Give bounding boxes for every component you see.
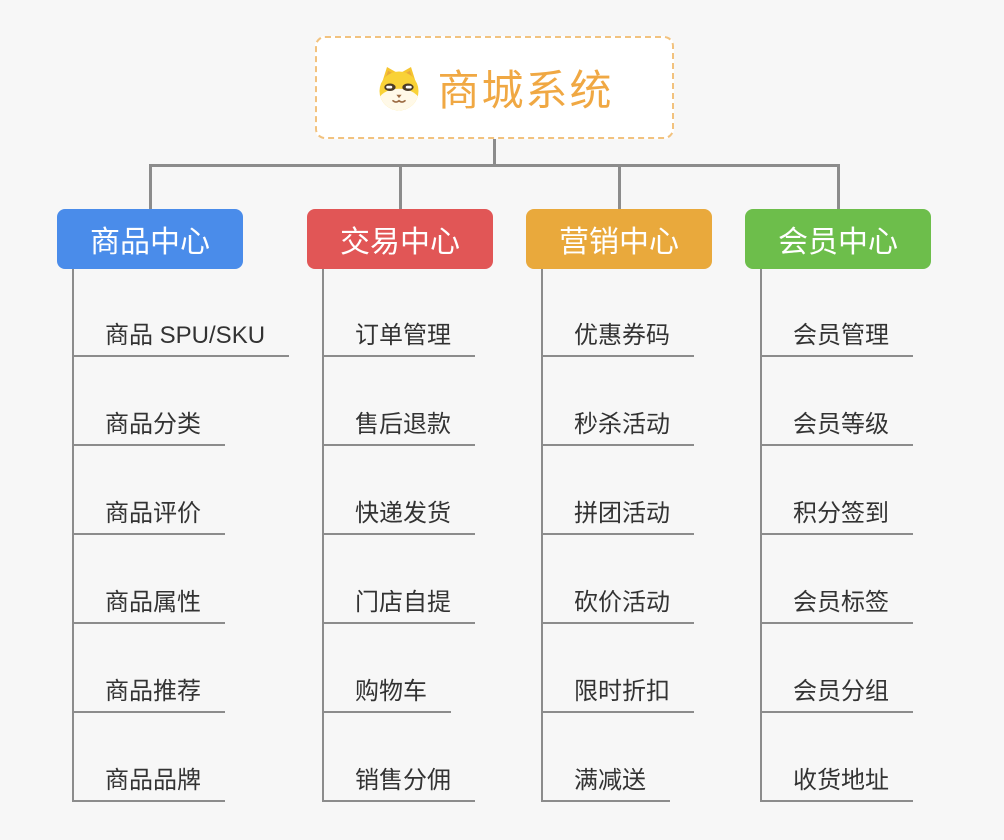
branch-node-marketing-center[interactable]: 营销中心	[526, 209, 712, 269]
leaf-node[interactable]: 销售分佣	[322, 758, 475, 802]
leaf-node[interactable]: 限时折扣	[541, 669, 694, 713]
leaf-node[interactable]: 购物车	[322, 669, 451, 713]
connector-trunk-member	[760, 269, 762, 802]
leaf-node[interactable]: 快递发货	[322, 491, 475, 535]
leaf-node[interactable]: 商品分类	[72, 402, 225, 446]
connector-drop-marketing	[618, 164, 621, 210]
branch-label: 商品中心	[90, 226, 210, 259]
connector-trunk-transaction	[322, 269, 324, 802]
leaf-node[interactable]: 会员分组	[760, 669, 913, 713]
branch-node-product-center[interactable]: 商品中心	[57, 209, 243, 269]
leaf-node[interactable]: 售后退款	[322, 402, 475, 446]
leaf-node[interactable]: 商品评价	[72, 491, 225, 535]
root-node[interactable]: 商城系统	[315, 36, 674, 139]
connector-drop-transaction	[399, 164, 402, 210]
branch-label: 交易中心	[340, 226, 460, 259]
connector-root-stem	[493, 139, 496, 166]
leaf-node[interactable]: 商品推荐	[72, 669, 225, 713]
branch-label: 会员中心	[778, 226, 898, 259]
leaf-node[interactable]: 会员等级	[760, 402, 913, 446]
branch-node-member-center[interactable]: 会员中心	[745, 209, 931, 269]
leaf-node[interactable]: 商品品牌	[72, 758, 225, 802]
leaf-node[interactable]: 会员管理	[760, 313, 913, 357]
leaf-node[interactable]: 商品属性	[72, 580, 225, 624]
leaf-node[interactable]: 会员标签	[760, 580, 913, 624]
leaf-node[interactable]: 拼团活动	[541, 491, 694, 535]
shiba-dog-icon	[375, 64, 423, 112]
connector-drop-member	[837, 164, 840, 210]
connector-trunk-marketing	[541, 269, 543, 802]
connector-drop-product	[149, 164, 152, 210]
leaf-node[interactable]: 砍价活动	[541, 580, 694, 624]
connector-trunk-product	[72, 269, 74, 802]
leaf-node[interactable]: 门店自提	[322, 580, 475, 624]
branch-node-transaction-center[interactable]: 交易中心	[307, 209, 493, 269]
leaf-node[interactable]: 积分签到	[760, 491, 913, 535]
leaf-node[interactable]: 秒杀活动	[541, 402, 694, 446]
branch-label: 营销中心	[559, 226, 679, 259]
leaf-node[interactable]: 收货地址	[760, 758, 913, 802]
leaf-node[interactable]: 商品 SPU/SKU	[72, 313, 290, 357]
leaf-node[interactable]: 订单管理	[322, 313, 475, 357]
leaf-node[interactable]: 满减送	[541, 758, 670, 802]
root-title: 商城系统	[437, 67, 614, 114]
connector-horizontal-bar	[149, 164, 840, 167]
leaf-node[interactable]: 优惠券码	[541, 313, 694, 357]
